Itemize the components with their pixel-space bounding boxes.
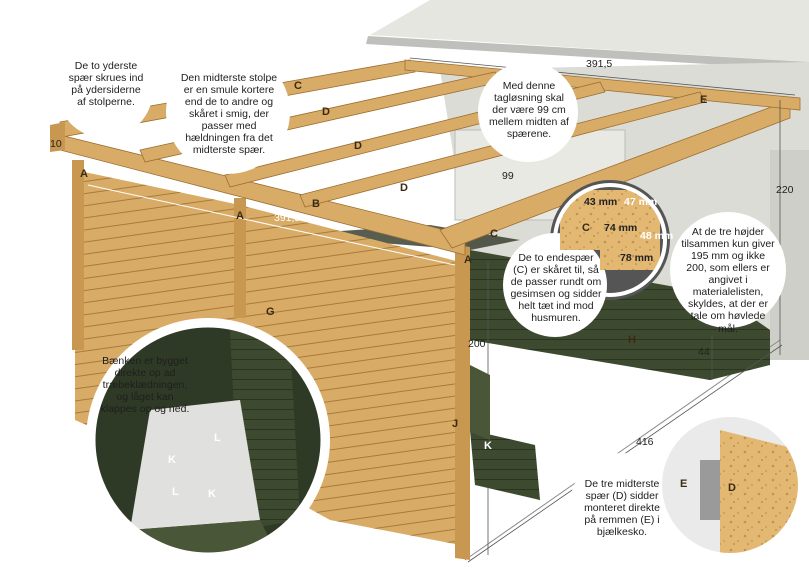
dim-height-post: 200 (468, 338, 486, 350)
rafter-left (50, 122, 65, 152)
dim-beam-depth: 10 (50, 138, 62, 150)
house-roof (370, 0, 809, 62)
dim-detail-48: 48 mm (640, 230, 674, 242)
bubble-roof-spacing (478, 62, 578, 162)
dim-length-front: 391,5 (274, 212, 301, 224)
dim-height-wall: 220 (776, 184, 794, 196)
callout-bench: Bænken er bygget direkte op ad træbeklæd… (100, 355, 190, 416)
label-a-middle: A (236, 210, 244, 222)
label-c-back: C (294, 80, 302, 92)
label-d-1: D (322, 106, 330, 118)
label-d-2: D (354, 140, 362, 152)
post-front (455, 245, 470, 560)
rafter-c-right (439, 99, 791, 249)
bracket-detail-image (660, 415, 800, 555)
dim-detail-47: 47 mm (624, 196, 658, 208)
callout-heights: At de tre højder tilsammen kun giver 195… (681, 226, 775, 335)
label-d-3: D (400, 182, 408, 194)
post-left (72, 160, 84, 350)
dim-detail-78: 78 mm (620, 252, 654, 264)
label-h: H (628, 334, 636, 346)
label-c-section: C (582, 222, 590, 234)
dim-line-top (409, 57, 796, 96)
label-e: E (700, 94, 708, 106)
dim-depth: 416 (636, 436, 654, 448)
label-k-front: K (484, 440, 492, 452)
callout-middle-rafters: De tre midterste spær (D) sidder montere… (584, 478, 660, 539)
dim-detail-43: 43 mm (584, 196, 618, 208)
label-l-detail-2: L (172, 486, 179, 498)
label-c-right: C (490, 228, 498, 240)
label-k-detail-2: K (208, 488, 216, 500)
cross-section-image (560, 190, 660, 270)
label-g: G (266, 306, 275, 318)
label-l-detail-1: L (214, 432, 221, 444)
bubble-end-rafters (503, 233, 607, 337)
dim-spacing: 99 (502, 170, 514, 182)
label-k-detail-1: K (168, 454, 176, 466)
dim-detail-74: 74 mm (604, 222, 638, 234)
callout-outer-rafters: De to yderste spær skrues ind på ydersid… (68, 60, 144, 109)
label-d-bracket: D (728, 482, 736, 494)
dim-line-front (87, 184, 456, 266)
label-b: B (312, 198, 320, 210)
callout-end-rafters: De to endespær (C) er skåret til, så de … (510, 252, 602, 325)
label-a-front: A (464, 254, 472, 266)
bubble-middle-post (166, 50, 290, 174)
bubble-heights (670, 212, 786, 328)
callout-roof-spacing: Med denne tagløsning skal der være 99 cm… (489, 80, 569, 141)
label-a-left: A (80, 168, 88, 180)
post-middle (234, 198, 246, 318)
bench-k-front (470, 430, 540, 500)
callout-middle-post: Den midterste stolpe er en smule kortere… (180, 72, 278, 157)
bubble-outer-rafters (57, 42, 153, 138)
label-j: J (452, 418, 459, 430)
bench-k-lid (470, 365, 490, 440)
dim-length-top: 391,5 (586, 58, 613, 70)
bubble-middle-rafters (570, 453, 674, 557)
label-e-bracket: E (680, 478, 688, 490)
house-gutter (366, 36, 809, 70)
dim-bench-height: 44 (698, 346, 710, 358)
